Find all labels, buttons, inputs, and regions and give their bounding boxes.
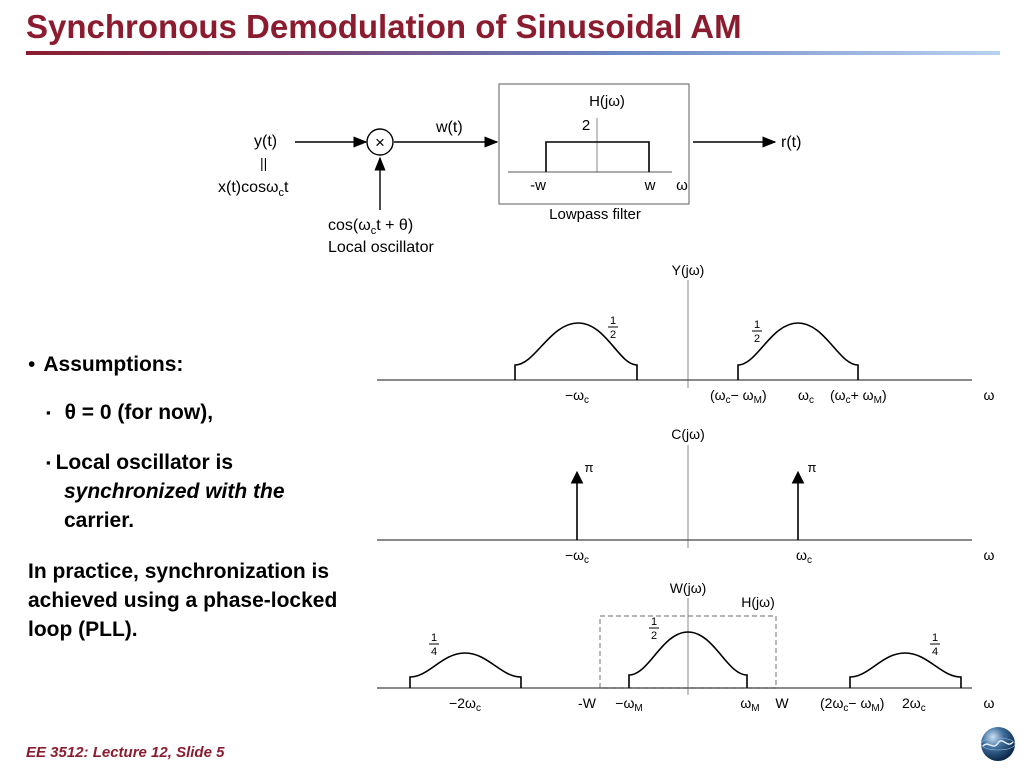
y-plot-title: Y(jω)	[672, 262, 705, 278]
bullet-assumptions: • Assumptions:	[28, 350, 183, 379]
spectrum-plots: Y(jω) 1 2 1 2 −ωc (ωc− ωM) ωc (ωc+ ωM) ω…	[377, 262, 995, 714]
w-tick-neg-message: −ωM	[615, 695, 642, 714]
y-right-lobe	[737, 322, 859, 380]
w-tick-neg-cutoff: -W	[578, 695, 597, 711]
output-label: r(t)	[781, 134, 801, 151]
input-expression: x(t)cosωct	[218, 179, 289, 199]
title-underline	[26, 51, 1000, 55]
w-left-amp-den: 4	[431, 646, 437, 658]
w-filter-label: H(jω)	[741, 594, 774, 610]
multiplier-node	[366, 128, 394, 156]
theta-assumption: θ = 0 (for now),	[64, 401, 214, 424]
filter-gain: 2	[582, 117, 590, 134]
y-left-amp-num: 1	[610, 315, 616, 327]
w-tick-difference: (2ωc− ωM)	[820, 695, 884, 714]
slide-footer: EE 3512: Lecture 12, Slide 5	[26, 744, 225, 761]
c-axis-omega: ω	[984, 547, 995, 563]
w-axis-omega: ω	[984, 695, 995, 711]
w-center-lobe	[628, 631, 748, 688]
bullet-oscillator: ▪ Local oscillator is synchronized with t…	[46, 448, 366, 535]
filter-pos-cutoff: w	[644, 177, 656, 194]
w-center-amp-den: 2	[651, 630, 657, 642]
w-left-lobe	[409, 652, 522, 688]
lowpass-filter-box	[498, 83, 690, 205]
w-left-amp-num: 1	[431, 632, 437, 644]
square-bullet-icon: ▪	[46, 455, 51, 470]
c-neg-pi: π	[585, 460, 594, 475]
y-right-amp-num: 1	[754, 319, 760, 331]
y-tick-difference: (ωc− ωM)	[710, 387, 767, 406]
mixer-output-label: w(t)	[435, 119, 463, 136]
w-tick-neg-2carrier: −2ωc	[449, 695, 481, 714]
bullet-marker: •	[28, 353, 36, 376]
input-signal-label: y(t)	[254, 133, 277, 150]
w-tick-message: ωM	[740, 695, 759, 714]
y-left-lobe	[514, 322, 638, 380]
slide-title: Synchronous Demodulation of Sinusoidal A…	[26, 8, 742, 45]
bullet-theta: ▪ θ = 0 (for now),	[46, 398, 213, 427]
filter-neg-cutoff: -w	[530, 177, 546, 194]
y-left-amp-den: 2	[610, 329, 616, 341]
oscillator-text-suffix: carrier.	[64, 509, 135, 532]
c-tick-carrier: ωc	[796, 547, 812, 566]
oscillator-expression: cos(ωct + θ)	[328, 217, 413, 237]
pll-note: In practice, synchronization is achieved…	[28, 560, 338, 641]
w-tick-2carrier: 2ωc	[902, 695, 926, 714]
filter-caption: Lowpass filter	[549, 206, 641, 223]
filter-response	[545, 141, 650, 172]
globe-logo-icon	[980, 727, 1016, 761]
oscillator-text-italic: synchronized with the	[64, 480, 285, 503]
y-tick-neg-carrier: −ωc	[565, 387, 589, 406]
assumptions-heading: Assumptions:	[43, 353, 184, 376]
c-plot-title: C(jω)	[671, 426, 704, 442]
filter-title: H(jω)	[589, 93, 625, 110]
block-diagram: y(t) || x(t)cosωct × cos(ωct + θ) Local …	[218, 83, 801, 256]
c-pos-pi: π	[808, 460, 817, 475]
w-center-amp-num: 1	[651, 616, 657, 628]
multiply-icon: ×	[375, 133, 385, 152]
filter-omega: ω	[676, 177, 688, 194]
w-right-lobe	[849, 652, 962, 688]
w-right-amp-num: 1	[932, 632, 938, 644]
y-axis-omega: ω	[984, 387, 995, 403]
w-tick-cutoff: W	[775, 695, 789, 711]
y-tick-carrier: ωc	[798, 387, 814, 406]
oscillator-label: Local oscillator	[328, 239, 435, 256]
w-plot-title: W(jω)	[670, 580, 707, 596]
equals-symbol: ||	[260, 155, 267, 171]
y-right-amp-den: 2	[754, 333, 760, 345]
oscillator-text-prefix: Local oscillator is	[55, 451, 234, 474]
square-bullet-icon: ▪	[46, 405, 51, 420]
c-tick-neg-carrier: −ωc	[565, 547, 589, 566]
y-tick-sum: (ωc+ ωM)	[830, 387, 887, 406]
w-right-amp-den: 4	[932, 646, 938, 658]
